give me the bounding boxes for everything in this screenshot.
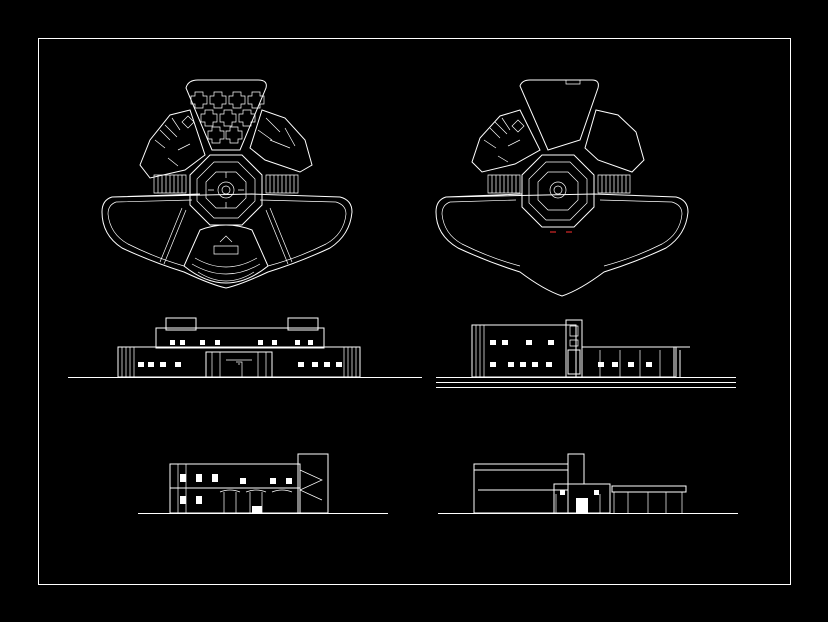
front-elevation [68, 317, 422, 378]
floor-plan-1 [101, 79, 353, 289]
side-elevation [436, 319, 736, 388]
section-1 [138, 453, 388, 514]
sheet-border [38, 38, 791, 585]
section-2 [438, 453, 738, 514]
floor-plan-2 [435, 79, 689, 297]
